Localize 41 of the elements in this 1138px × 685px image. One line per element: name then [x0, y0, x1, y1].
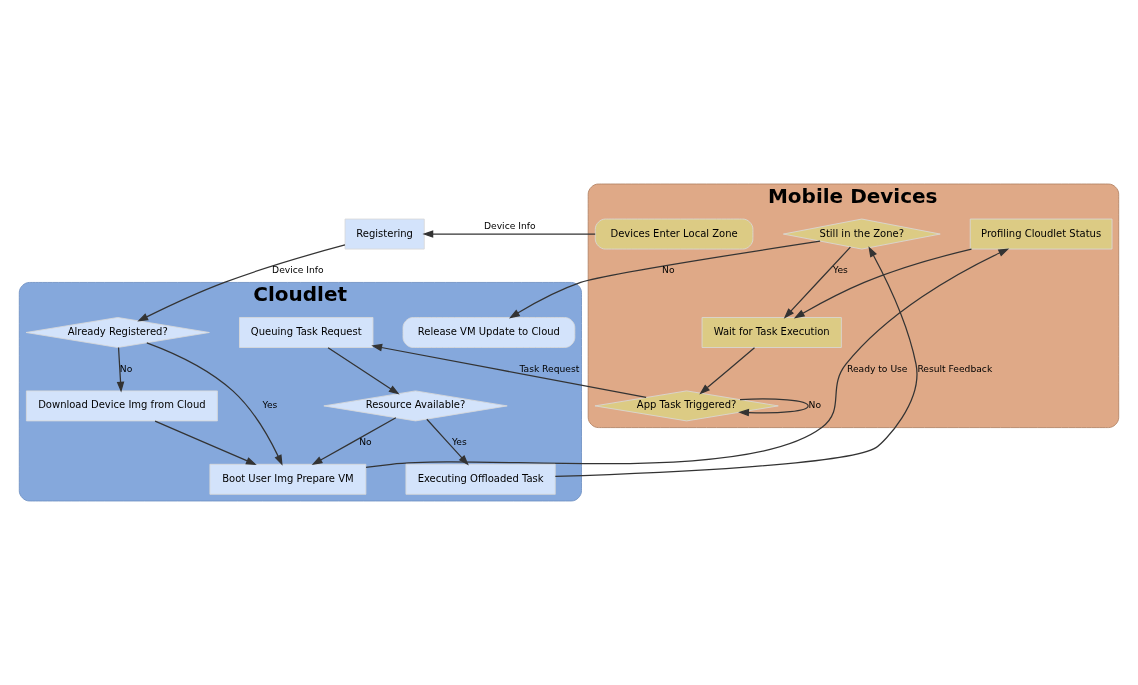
edge-label: No	[359, 435, 372, 447]
node-box: Release VM Update to Cloud	[402, 317, 576, 348]
node-box: Boot User Img Prepare VM	[209, 463, 367, 495]
arrow	[783, 246, 851, 319]
node-diamond: App Task Triggered?	[594, 390, 779, 422]
arrow	[365, 248, 1010, 468]
node-box: Executing Offloaded Task	[405, 463, 556, 495]
arrow	[154, 420, 257, 466]
node-diamond: Already Registered?	[25, 317, 210, 348]
arrow	[146, 342, 283, 466]
edge-label: Result Feedback	[917, 362, 993, 374]
edge-label: Yes	[833, 264, 848, 276]
edge-label: No	[662, 264, 675, 276]
node-box: Download Device Img from Cloud	[25, 390, 218, 422]
arrow	[371, 343, 647, 399]
edge-label: No	[119, 362, 133, 374]
edge-label: Task Request	[519, 362, 580, 374]
arrow	[137, 244, 346, 322]
arrow	[699, 347, 756, 395]
node-box: Queuing Task Request	[239, 317, 374, 348]
arrow	[554, 246, 918, 478]
arrow	[327, 347, 400, 395]
edge-label: No	[808, 399, 822, 411]
node-box: Devices Enter Local Zone	[594, 218, 754, 250]
node-box: Wait for Task Execution	[701, 317, 842, 348]
arrow	[422, 230, 596, 238]
node-box: Profiling Cloudlet Status	[969, 218, 1113, 250]
arrow	[793, 248, 973, 319]
arrow	[311, 417, 397, 466]
edge-label: Device Info	[272, 264, 324, 276]
node-diamond: Resource Available?	[323, 390, 508, 422]
edge-label: Device Info	[483, 219, 536, 231]
arrow	[426, 418, 469, 466]
edge-label: Yes	[262, 399, 278, 411]
edge-label: Ready to Use	[846, 362, 908, 374]
arrow	[738, 398, 809, 417]
node-box: Registering	[344, 218, 425, 250]
node-diamond: Still in the Zone?	[782, 218, 941, 250]
arrow	[509, 240, 821, 319]
edge-label: Yes	[451, 435, 467, 447]
arrow	[116, 346, 125, 393]
